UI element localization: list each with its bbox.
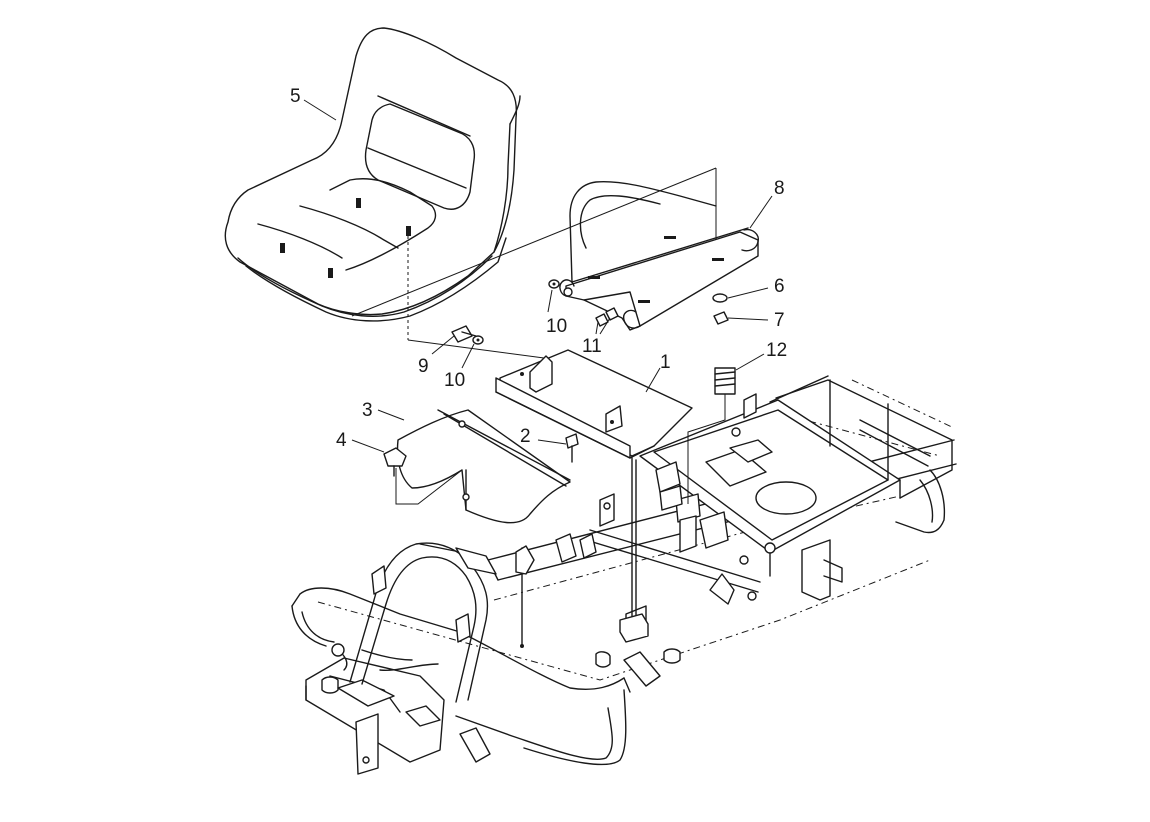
callout-11: 11 bbox=[582, 336, 602, 357]
callout-10-lower: 10 bbox=[444, 370, 465, 391]
callout-8: 8 bbox=[774, 178, 785, 199]
seat-bracket bbox=[559, 180, 759, 331]
callout-5: 5 bbox=[290, 86, 301, 107]
callout-leaders bbox=[303, 99, 773, 453]
seat bbox=[224, 27, 521, 322]
seat-pan bbox=[495, 349, 693, 459]
hardware bbox=[383, 279, 729, 477]
callout-10-upper: 10 bbox=[546, 316, 567, 337]
callout-3: 3 bbox=[362, 400, 373, 421]
spring bbox=[714, 367, 736, 395]
callout-4: 4 bbox=[336, 430, 347, 451]
callout-9: 9 bbox=[418, 356, 429, 377]
callout-labels: 1 2 3 4 5 6 7 8 9 10 10 11 12 bbox=[290, 86, 787, 451]
callout-12: 12 bbox=[766, 340, 787, 361]
frame bbox=[291, 375, 957, 775]
seat-shield bbox=[396, 409, 571, 524]
callout-7: 7 bbox=[774, 310, 785, 331]
callout-2: 2 bbox=[520, 426, 531, 447]
callout-1: 1 bbox=[660, 352, 671, 373]
callout-6: 6 bbox=[774, 276, 785, 297]
